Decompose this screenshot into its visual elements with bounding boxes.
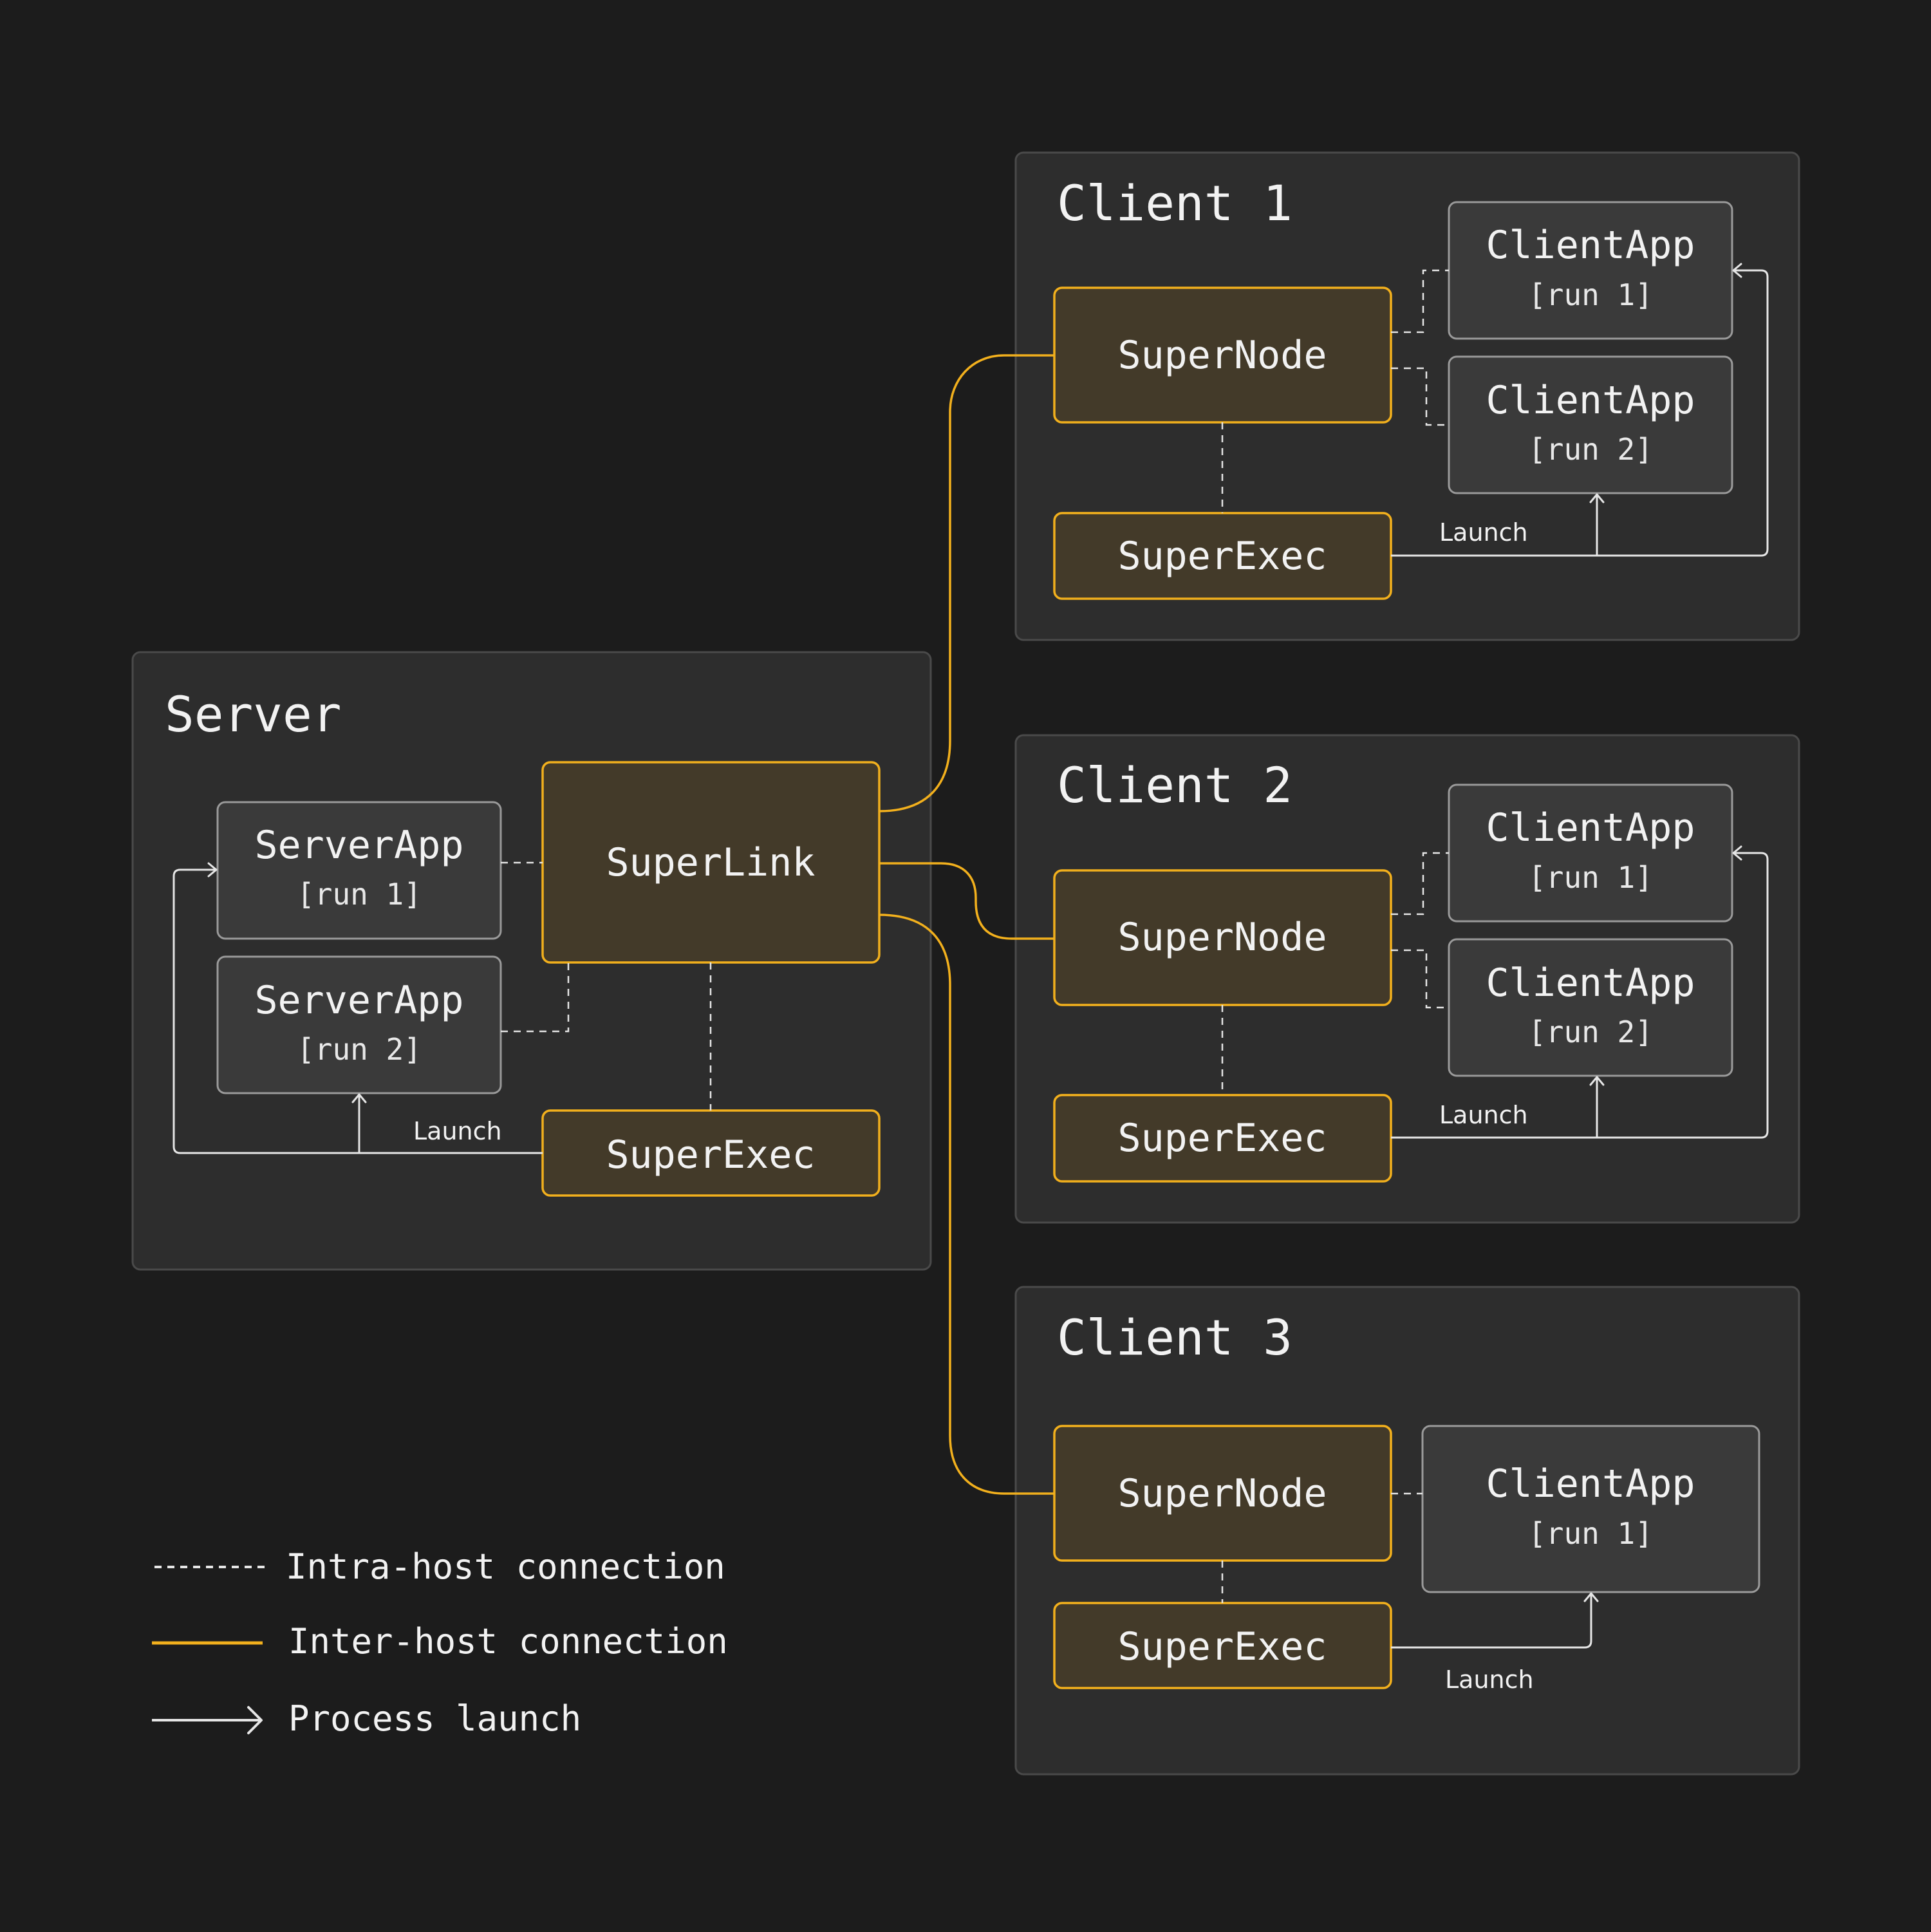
server-superexec-label: SuperExec [606, 1132, 815, 1177]
inter-host-link-client-2 [879, 862, 1054, 940]
client-1-clientapp-run-2-run: [run 2] [1528, 432, 1653, 467]
superlink-label: SuperLink [606, 840, 815, 885]
server-launch-arrowhead-1 [207, 862, 218, 877]
client-1-host: Client 1 SuperNode SuperExec ClientApp [… [1014, 151, 1800, 641]
client-3-clientapp-run-1-name: ClientApp [1486, 1461, 1695, 1506]
serverapp-run-1: ServerApp [run 1] [216, 801, 502, 940]
client-2-intra-link-app2 [1391, 949, 1449, 1009]
server-superexec: SuperExec [541, 1109, 881, 1197]
serverapp-run-1-name: ServerApp [254, 823, 463, 868]
client-1-clientapp-run-1-run: [run 1] [1528, 277, 1653, 312]
client-2-host: Client 2 SuperNode SuperExec ClientApp [… [1014, 734, 1800, 1224]
client-3-launch-label: Launch [1445, 1665, 1534, 1694]
serverapp-run-1-run: [run 1] [297, 877, 422, 912]
legend-process-launch-label: Process launch [288, 1698, 581, 1739]
client-3-supernode-label: SuperNode [1117, 1471, 1327, 1516]
client-3-launch-line [1391, 1593, 1592, 1649]
inter-host-link-client-3 [879, 914, 1054, 1495]
server-launch-arrowhead-2 [351, 1093, 367, 1103]
client-3-launch-arrowhead [1583, 1592, 1599, 1602]
client-2-superexec: SuperExec [1053, 1094, 1392, 1183]
client-2-clientapp-run-2-box [1448, 938, 1733, 1077]
client-2-clientapp-run-1-name: ClientApp [1486, 805, 1695, 850]
client-3-clientapp-run-1-box [1421, 1425, 1760, 1593]
client-2-launch-line [1391, 852, 1769, 1139]
client-2-launch-arrowhead-1 [1732, 845, 1742, 861]
legend-inter-host-label: Inter-host connection [288, 1621, 728, 1662]
client-2-title: Client 2 [1057, 756, 1292, 814]
client-2-clientapp-run-2-run: [run 2] [1528, 1015, 1653, 1049]
client-1-launch-label: Launch [1439, 518, 1528, 547]
client-1-clientapp-run-2-box [1448, 355, 1733, 494]
legend: Intra-host connection Inter-host connect… [152, 1546, 728, 1739]
client-1-clientapp-run-1: ClientApp [run 1] [1448, 201, 1733, 340]
client-1-launch-arrowhead-1 [1732, 263, 1742, 278]
client-3-host: Client 3 SuperNode SuperExec ClientApp [… [1014, 1286, 1800, 1776]
client-3-superexec-label: SuperExec [1117, 1624, 1327, 1669]
client-2-launch-arrowhead-2 [1589, 1076, 1605, 1086]
legend-process-launch-arrowhead [247, 1706, 263, 1734]
client-1-superexec: SuperExec [1053, 512, 1392, 600]
client-1-clientapp-run-1-name: ClientApp [1486, 223, 1695, 268]
client-2-clientapp-run-1: ClientApp [run 1] [1448, 783, 1733, 923]
serverapp-run-2-name: ServerApp [254, 978, 463, 1023]
client-3-supernode: SuperNode [1053, 1425, 1392, 1562]
server-launch-label: Launch [413, 1117, 502, 1145]
client-2-clientapp-run-1-run: [run 1] [1528, 860, 1653, 895]
client-1-clientapp-run-2: ClientApp [run 2] [1448, 355, 1733, 494]
client-1-supernode-label: SuperNode [1117, 333, 1327, 378]
client-3-clientapp-run-1: ClientApp [run 1] [1421, 1425, 1760, 1593]
serverapp-run-2-box [216, 955, 502, 1094]
client-1-intra-link-app1 [1391, 269, 1449, 333]
client-2-clientapp-run-2-name: ClientApp [1486, 961, 1695, 1006]
client-3-clientapp-run-1-run: [run 1] [1528, 1516, 1653, 1551]
server-title: Server [165, 686, 342, 743]
server-intra-link-app2 [501, 962, 570, 1033]
client-1-superexec-label: SuperExec [1117, 534, 1327, 579]
server-launch-line [173, 868, 543, 1154]
client-2-supernode-label: SuperNode [1117, 915, 1327, 960]
client-1-clientapp-run-2-name: ClientApp [1486, 378, 1695, 423]
client-3-superexec: SuperExec [1053, 1602, 1392, 1689]
legend-intra-host-label: Intra-host connection [286, 1546, 725, 1587]
server-host: Server ServerApp [run 1] ServerApp [run … [131, 651, 932, 1271]
client-2-intra-link-app1 [1391, 852, 1449, 915]
serverapp-run-2: ServerApp [run 2] [216, 955, 502, 1094]
client-1-supernode: SuperNode [1053, 286, 1392, 424]
client-2-clientapp-run-2: ClientApp [run 2] [1448, 938, 1733, 1077]
serverapp-run-2-run: [run 2] [297, 1032, 422, 1067]
serverapp-run-1-box [216, 801, 502, 940]
client-1-launch-line [1391, 269, 1769, 557]
client-2-supernode: SuperNode [1053, 869, 1392, 1006]
client-2-superexec-label: SuperExec [1117, 1116, 1327, 1161]
client-1-launch-arrowhead-2 [1589, 493, 1605, 503]
client-1-title: Client 1 [1057, 174, 1292, 232]
inter-host-link-client-1 [879, 354, 1054, 812]
superlink: SuperLink [541, 761, 881, 964]
client-1-intra-link-app2 [1391, 367, 1449, 426]
client-3-title: Client 3 [1057, 1309, 1292, 1366]
client-2-launch-label: Launch [1439, 1101, 1528, 1129]
